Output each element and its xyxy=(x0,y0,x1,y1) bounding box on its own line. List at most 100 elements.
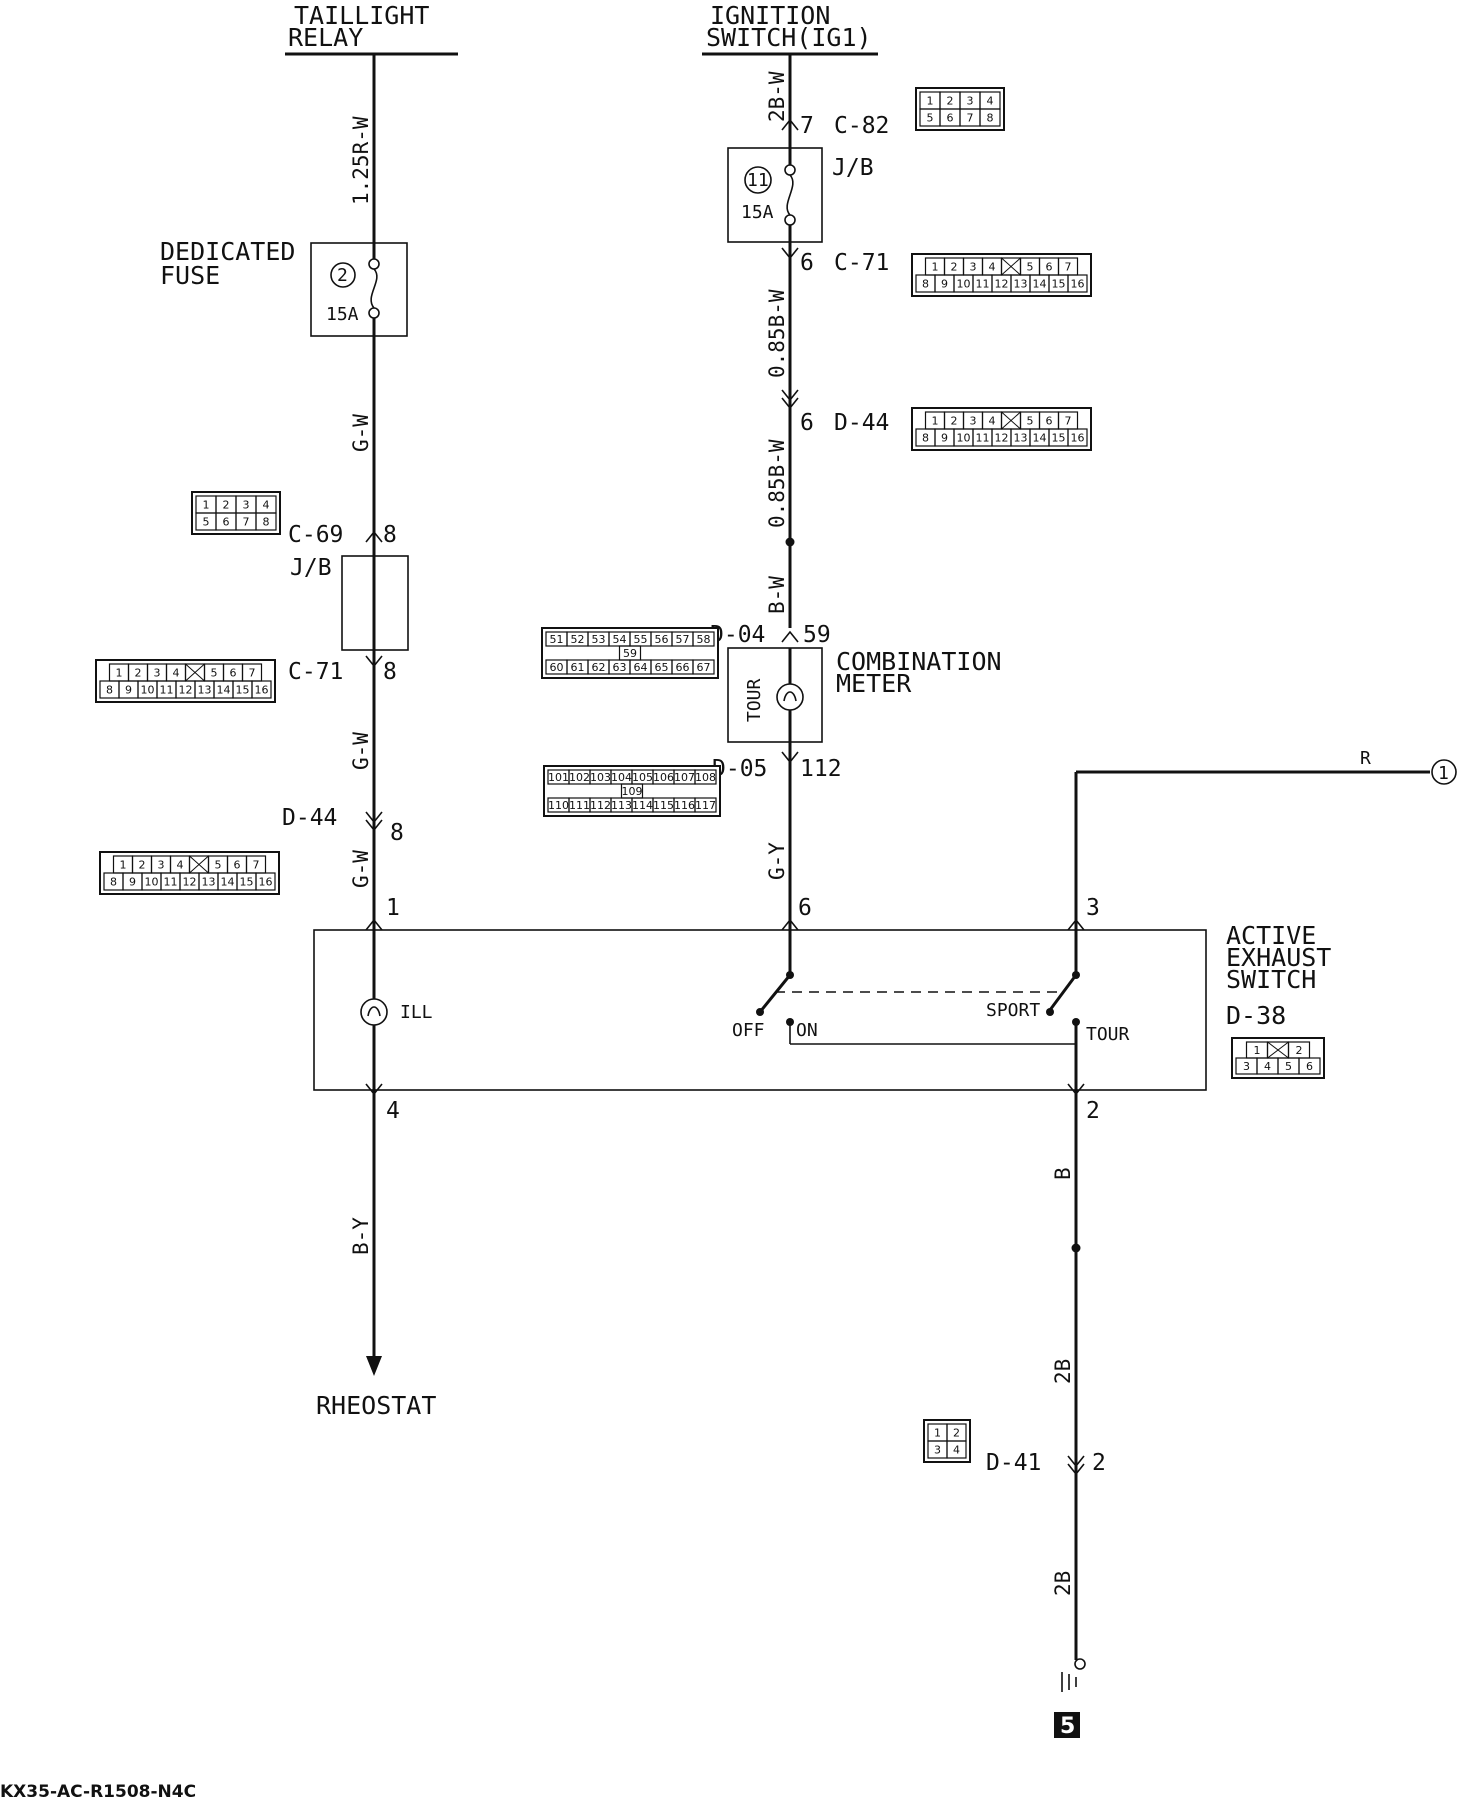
switch-position-sport: SPORT xyxy=(986,1000,1040,1021)
cavity-number: 4 xyxy=(989,415,996,428)
cavity-number: 4 xyxy=(263,499,270,512)
middle-circuit: 2B-W 7 C-82 11 15A J/B 6 C-71 0.85B-W 6 … xyxy=(710,54,1002,975)
connector-c69-pin: 8 xyxy=(383,522,397,548)
connector-c71-left-pin: 8 xyxy=(383,659,397,685)
cavity-number: 1 xyxy=(203,499,210,512)
connector-c82-pin: 7 xyxy=(800,113,814,139)
cavity-number: 3 xyxy=(934,1444,941,1457)
cavity-number: 1 xyxy=(932,261,939,274)
cavity-number: 15 xyxy=(1052,432,1066,445)
connector-d41: D-41 xyxy=(986,1450,1041,1476)
connector-d41-pin: 2 xyxy=(1092,1450,1106,1476)
ground-ref-badge xyxy=(1054,1712,1080,1738)
cavity-number: 4 xyxy=(989,261,996,274)
dedicated-fuse-number: 2 xyxy=(337,265,348,286)
cavity-number: 2 xyxy=(951,415,958,428)
jb-left-label: J/B xyxy=(290,555,332,581)
cavity-number: 6 xyxy=(1306,1060,1313,1073)
jb-fuse-number: 11 xyxy=(747,170,769,191)
cavity-number: 63 xyxy=(613,661,627,674)
cavity-number: 2 xyxy=(951,261,958,274)
switch-label-3: SWITCH xyxy=(1226,965,1316,994)
cavity-number: 11 xyxy=(160,684,174,697)
cavity-number: 7 xyxy=(967,112,974,125)
cavity-number: 5 xyxy=(1027,415,1034,428)
connector-d04: D-04 xyxy=(710,622,765,648)
cavity-number: 12 xyxy=(183,876,197,889)
cavity-number: 2 xyxy=(1296,1044,1303,1057)
taillight-label-2: RELAY xyxy=(288,23,363,52)
switch-pin-1: 1 xyxy=(386,895,400,921)
cavity-number: 4 xyxy=(173,667,180,680)
reference-circle-number: 1 xyxy=(1438,763,1449,784)
cavity-number: 16 xyxy=(1071,432,1085,445)
cavity-number: 8 xyxy=(110,876,117,889)
wire-2b-2: 2B xyxy=(1051,1571,1075,1596)
reference-circle xyxy=(1431,759,1457,785)
cavity-number: 106 xyxy=(653,771,674,784)
cavity-number: 9 xyxy=(941,278,948,291)
connector-d05-pin: 112 xyxy=(800,756,842,782)
cavity-number: 8 xyxy=(922,432,929,445)
combination-meter-box xyxy=(727,647,823,743)
switch-label-2: EXHAUST xyxy=(1226,943,1331,972)
cavity-number: 57 xyxy=(676,633,690,646)
switch-pin-4: 4 xyxy=(386,1098,400,1124)
cavity-number: 55 xyxy=(634,633,648,646)
cavity-number: 14 xyxy=(217,684,231,697)
cavity-number: 7 xyxy=(1065,261,1072,274)
cavity-number: 5 xyxy=(1285,1060,1292,1073)
cavity-number: 112 xyxy=(590,799,611,812)
cavity-number: 10 xyxy=(957,432,971,445)
cavity-number: 115 xyxy=(653,799,674,812)
wire-b: B xyxy=(1051,1167,1075,1180)
connector-d44-top-pin: 6 xyxy=(800,410,814,436)
cavity-number: 109 xyxy=(622,785,643,798)
wire-2b-w: 2B-W xyxy=(765,71,789,122)
taillight-label-1: TAILLIGHT xyxy=(294,1,429,30)
cavity-number: 7 xyxy=(253,859,260,872)
footer-code: KX35-AC-R1508-N4C xyxy=(0,1782,196,1802)
cavity-number: 111 xyxy=(569,799,590,812)
cavity-number: 6 xyxy=(1046,261,1053,274)
rheostat-arrow xyxy=(366,1356,382,1376)
cavity-number: 8 xyxy=(987,112,994,125)
cavity-number: 13 xyxy=(1014,278,1028,291)
cavity-number: 104 xyxy=(611,771,632,784)
cavity-number: 101 xyxy=(548,771,569,784)
cavity-number: 1 xyxy=(120,859,127,872)
cavity-number: 116 xyxy=(674,799,695,812)
cavity-number: 56 xyxy=(655,633,669,646)
right-circuit: R 1 3 OFF ON SPORT TOUR 2 B 2B D-41 2 xyxy=(732,748,1457,1739)
cavity-number: 2 xyxy=(223,499,230,512)
cavity-number: 14 xyxy=(1033,278,1047,291)
cavity-number: 1 xyxy=(934,1427,941,1440)
cavity-number: 15 xyxy=(240,876,254,889)
cavity-number: 103 xyxy=(590,771,611,784)
ignition-label-2: SWITCH(IG1) xyxy=(706,23,872,52)
cavity-number: 117 xyxy=(695,799,716,812)
switch-connector-label: D-38 xyxy=(1226,1001,1286,1030)
ground-ref-number: 5 xyxy=(1060,1714,1075,1739)
cavity-number: 1 xyxy=(932,415,939,428)
cavity-number: 12 xyxy=(179,684,193,697)
cavity-number: 3 xyxy=(1243,1060,1250,1073)
switch-pin-3: 3 xyxy=(1086,895,1100,921)
cavity-number: 62 xyxy=(592,661,606,674)
cavity-number: 2 xyxy=(135,667,142,680)
wire-1.25r-w: 1.25R-W xyxy=(349,116,373,205)
connector-c71-top: C-71 xyxy=(834,250,889,276)
cavity-number: 7 xyxy=(1065,415,1072,428)
cavity-number: 13 xyxy=(202,876,216,889)
dedicated-fuse-rating: 15A xyxy=(326,304,359,325)
cavity-number: 5 xyxy=(211,667,218,680)
cavity-number: 113 xyxy=(611,799,632,812)
taillight-relay-source: TAILLIGHT RELAY xyxy=(285,1,458,56)
wire-0.85b-w-2: 0.85B-W xyxy=(765,439,789,528)
jb-fuse-11-box xyxy=(727,147,823,243)
